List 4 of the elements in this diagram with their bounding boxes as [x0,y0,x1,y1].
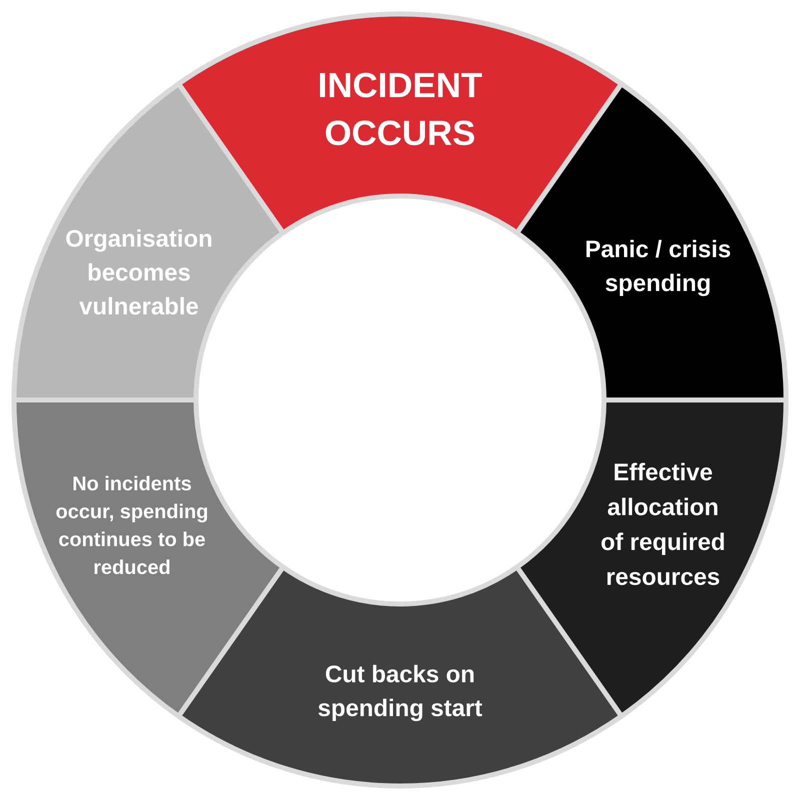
ring-segment: Panic / crisis spending [514,81,788,402]
ring-segment: Effective allocation of required resources [514,398,788,719]
ring-segment: Organisation becomes vulnerable [12,81,286,402]
ring-segment: No incidents occur, spending continues to be reduced [12,398,286,719]
